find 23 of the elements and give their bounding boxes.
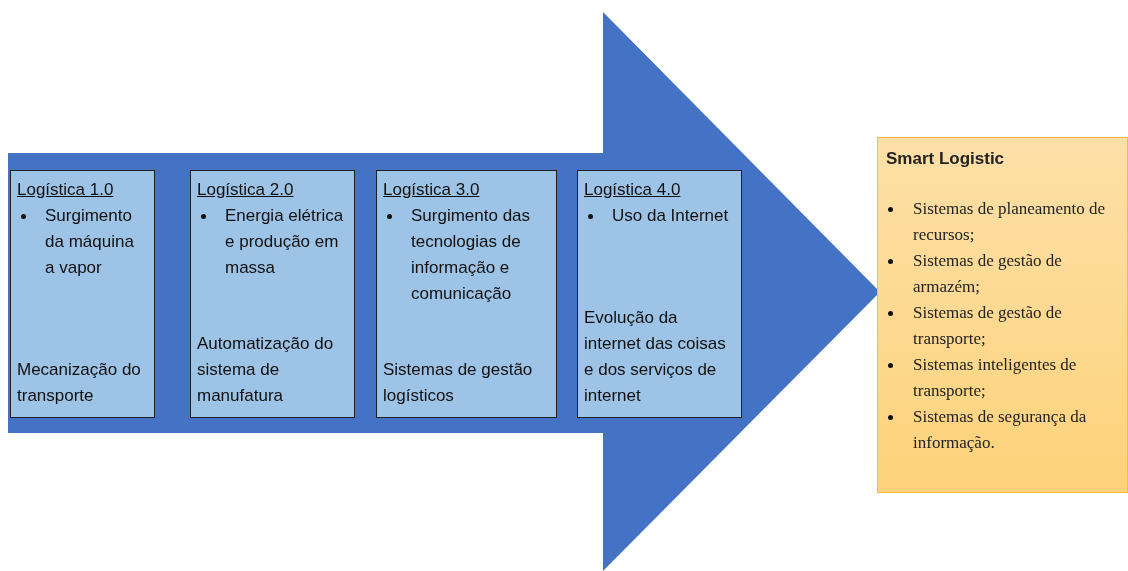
stage-heading: Logística 3.0 bbox=[383, 179, 481, 201]
stage-heading: Logística 4.0 bbox=[584, 179, 682, 201]
bullet-item: Uso da Internet bbox=[584, 203, 735, 229]
stage-summary: Automatização do sistema de manufatura bbox=[197, 333, 335, 407]
bullet-item: Surgimento da máquina a vapor bbox=[17, 203, 148, 281]
bullet-item: Sistemas de gestão de armazém; bbox=[886, 248, 1119, 300]
stage-summary: Mecanização do transporte bbox=[17, 359, 142, 407]
bullet-item: Sistemas de segurança da informação. bbox=[886, 404, 1119, 456]
stage-box bbox=[376, 170, 557, 418]
outcome-box bbox=[877, 137, 1128, 493]
bullet-item: Surgimento das tecnologias de informação e comunicação bbox=[383, 203, 550, 307]
stage-box bbox=[190, 170, 355, 418]
stage-summary: Sistemas de gestão logísticos bbox=[383, 359, 534, 407]
stage-summary: Evolução da internet das coisas e dos serviços de internet bbox=[584, 307, 727, 407]
bullet-item: Sistemas inteligentes de transporte; bbox=[886, 352, 1119, 404]
stage-box bbox=[10, 170, 155, 418]
stage-heading: Logística 1.0 bbox=[17, 179, 115, 201]
stage-box bbox=[577, 170, 742, 418]
bullet-item: Sistemas de planeamento de recursos; bbox=[886, 196, 1119, 248]
stage-heading: Logística 2.0 bbox=[197, 179, 295, 201]
bullet-item: Sistemas de gestão de transporte; bbox=[886, 300, 1119, 352]
box-heading: Smart Logistic bbox=[886, 148, 1006, 170]
bullet-item: Energia elétrica e produção em massa bbox=[197, 203, 348, 281]
